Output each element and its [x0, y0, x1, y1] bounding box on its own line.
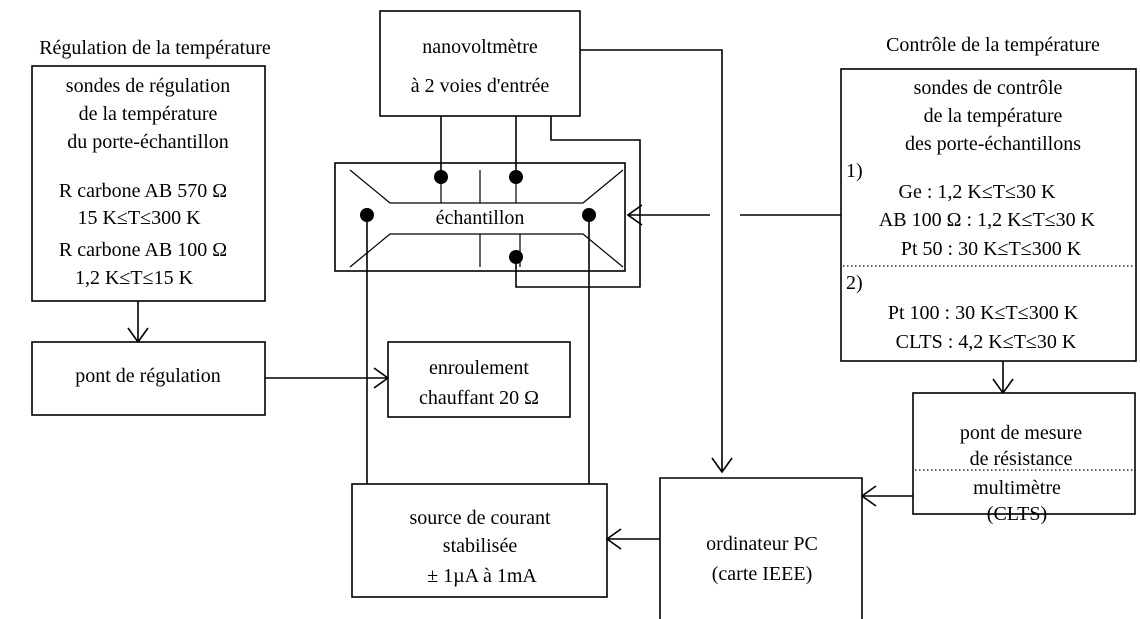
control-heading: Contrôle de la température	[886, 34, 1100, 56]
nanovoltmeter-box: nanovoltmètre à 2 voies d'entrée	[379, 10, 581, 117]
current-source-line-1: source de courant	[409, 507, 550, 529]
computer-line-2: (carte IEEE)	[712, 563, 812, 585]
regulation-probe-2-range: 1,2 K≤T≤15 K	[75, 267, 194, 289]
group-1-marker: 1)	[846, 160, 863, 182]
control-probes-title-3: des porte-échantillons	[905, 133, 1081, 155]
control-probes-title-1: sondes de contrôle	[914, 77, 1063, 99]
pt50-probe: Pt 50 : 30 K≤T≤300 K	[901, 238, 1082, 260]
computer-line-1: ordinateur PC	[706, 533, 818, 555]
control-probes-title-2: de la température	[924, 105, 1063, 127]
nanovoltmeter-line-2: à 2 voies d'entrée	[411, 75, 550, 97]
regulation-probe-1-name: R carbone AB 570 Ω	[59, 180, 227, 202]
voltage-contact-1	[434, 170, 448, 184]
bottom-contact	[509, 250, 523, 264]
pt100-probe: Pt 100 : 30 K≤T≤300 K	[888, 302, 1079, 324]
heater-box: enroulement chauffant 20 Ω	[387, 341, 571, 418]
nanovoltmeter-line-1: nanovoltmètre	[422, 36, 538, 58]
regulation-probes-box: sondes de régulation de la température d…	[31, 65, 266, 302]
measure-line-4: (CLTS)	[987, 503, 1047, 525]
current-contact-left	[360, 208, 374, 222]
clts-probe: CLTS : 4,2 K≤T≤30 K	[896, 331, 1077, 353]
measure-line-1: pont de mesure	[960, 422, 1082, 444]
ab100-probe: AB 100 Ω : 1,2 K≤T≤30 K	[879, 209, 1096, 231]
regulation-probes-line-2: de la température	[79, 103, 218, 125]
current-source-box: source de courant stabilisée ± 1µA à 1mA	[351, 483, 608, 598]
measure-line-3: multimètre	[973, 477, 1061, 499]
current-contact-right	[582, 208, 596, 222]
regulation-probe-1-range: 15 K≤T≤300 K	[77, 207, 201, 229]
regulation-heading: Régulation de la température	[39, 37, 271, 59]
computer-box: ordinateur PC (carte IEEE)	[659, 477, 863, 619]
control-probes-box: sondes de contrôle de la température des…	[840, 68, 1137, 362]
heater-line-1: enroulement	[429, 357, 529, 379]
heater-line-2: chauffant 20 Ω	[419, 387, 539, 409]
regulation-bridge-box: pont de régulation	[31, 341, 266, 416]
regulation-probes-line-1: sondes de régulation	[66, 75, 230, 97]
sample-label: échantillon	[436, 207, 525, 229]
group-2-marker: 2)	[846, 272, 863, 294]
sample-holder: échantillon	[334, 162, 626, 272]
measure-box: pont de mesure de résistance multimètre …	[912, 392, 1136, 525]
regulation-probe-2-name: R carbone AB 100 Ω	[59, 239, 227, 261]
regulation-bridge-label: pont de régulation	[75, 365, 221, 387]
current-source-line-2: stabilisée	[443, 535, 518, 557]
regulation-probes-line-3: du porte-échantillon	[67, 131, 229, 153]
voltage-contact-2	[509, 170, 523, 184]
measure-line-2: de résistance	[970, 448, 1073, 470]
current-source-line-3: ± 1µA à 1mA	[427, 565, 537, 587]
ge-probe: Ge : 1,2 K≤T≤30 K	[899, 181, 1056, 203]
